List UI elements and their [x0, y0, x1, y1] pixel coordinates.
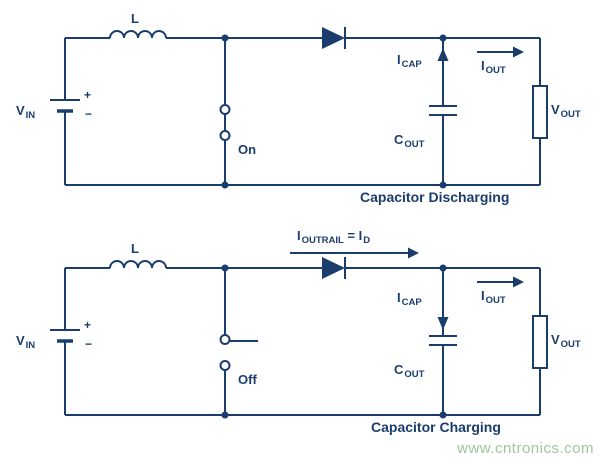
switch-symbol-closed: [219, 38, 231, 185]
switch-state-label: Off: [238, 372, 257, 387]
vin-main: V: [16, 333, 25, 348]
irail-equals: =: [343, 228, 359, 243]
watermark-text: www.cntronics.com: [457, 440, 594, 457]
vin-main: V: [16, 103, 25, 118]
icap-label: ICAP: [397, 290, 422, 308]
irail-arrow: [290, 247, 419, 259]
junction-dots: [221, 34, 447, 189]
iout-main: I: [481, 288, 485, 303]
cout-main: C: [394, 362, 404, 377]
cout-main: C: [394, 132, 404, 147]
load-resistor: [532, 38, 548, 185]
battery-plus-label: +: [84, 88, 92, 102]
iout-arrow: [477, 46, 524, 58]
junction-dots: [221, 264, 447, 419]
battery-plus-label: +: [84, 318, 92, 332]
vout-main: V: [551, 332, 560, 347]
vin-sub: IN: [25, 339, 36, 351]
vout-sub: OUT: [560, 108, 581, 120]
vout-main: V: [551, 102, 560, 117]
irail-i2: I: [358, 228, 363, 243]
vin-label: VIN: [16, 333, 36, 351]
inductor-symbol: [109, 30, 167, 39]
iout-arrow: [477, 276, 524, 288]
cout-sub: OUT: [404, 368, 425, 380]
capacitor-symbol: [429, 38, 457, 185]
top-caption: Capacitor Discharging: [360, 189, 510, 205]
switch-symbol-open: [219, 268, 258, 415]
battery-symbol: [50, 329, 80, 343]
cout-label: COUT: [394, 362, 425, 380]
battery-symbol: [50, 99, 80, 113]
icap-arrow-up: [437, 48, 449, 61]
capacitor-symbol: [429, 268, 457, 415]
icap-sub: CAP: [401, 58, 422, 70]
switch-state-label: On: [238, 142, 257, 157]
diode-symbol: [322, 27, 346, 49]
battery-minus-label: −: [85, 107, 93, 121]
cout-sub: OUT: [404, 138, 425, 150]
iout-label: IOUT: [481, 58, 506, 76]
iout-sub: OUT: [485, 64, 506, 76]
vin-label: VIN: [16, 103, 36, 121]
vin-sub: IN: [25, 109, 36, 121]
bottom-caption: Capacitor Charging: [371, 419, 501, 435]
top-circuit-graphic: [50, 27, 548, 189]
iout-label: IOUT: [481, 288, 506, 306]
irail-sub2: D: [363, 234, 371, 246]
inductor-label: L: [131, 241, 139, 256]
inductor-label: L: [131, 11, 139, 26]
bottom-circuit-graphic: [50, 247, 548, 419]
vout-sub: OUT: [560, 338, 581, 350]
irail-sub1: OUTRAIL: [301, 234, 344, 246]
iout-sub: OUT: [485, 294, 506, 306]
iout-main: I: [481, 58, 485, 73]
irail-i1: I: [297, 228, 301, 243]
icap-arrow-down: [437, 317, 449, 330]
icap-main: I: [397, 290, 401, 305]
irail-label: IOUTRAIL = ID: [297, 228, 371, 246]
vout-label: VOUT: [551, 332, 581, 350]
cout-label: COUT: [394, 132, 425, 150]
icap-sub: CAP: [401, 296, 422, 308]
battery-minus-label: −: [85, 337, 93, 351]
inductor-symbol: [109, 260, 167, 269]
icap-label: ICAP: [397, 52, 422, 70]
vout-label: VOUT: [551, 102, 581, 120]
icap-main: I: [397, 52, 401, 67]
load-resistor: [532, 268, 548, 415]
diode-symbol: [322, 257, 346, 279]
